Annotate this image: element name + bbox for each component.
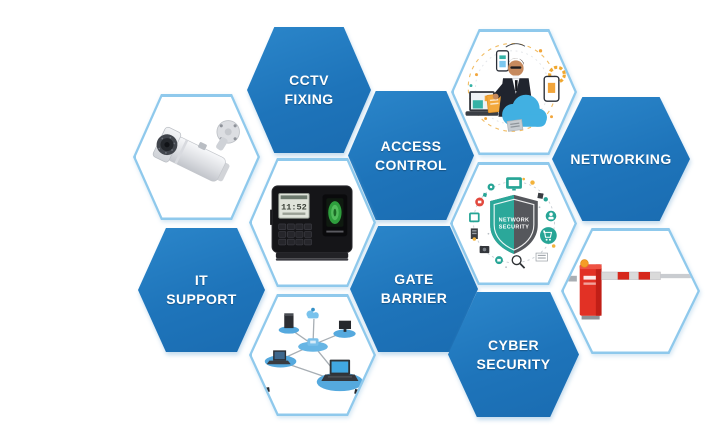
shield-text-line2: SECURITY <box>498 224 528 230</box>
it-support-label: IT SUPPORT <box>166 271 236 309</box>
hex-it-support: IT SUPPORT <box>138 228 265 352</box>
hex-networking: NETWORKING <box>552 97 690 221</box>
cyber-security-line2: SECURITY <box>476 355 551 372</box>
device-lcd-time: 11:52 <box>281 202 307 212</box>
cctv-camera-image <box>152 120 240 182</box>
hex-gate-barrier-shape: GATE BARRIER <box>350 226 478 352</box>
access-control-line2: CONTROL <box>374 156 447 173</box>
gate-barrier-line1: GATE <box>394 271 434 287</box>
hex-diagram-face <box>251 296 374 414</box>
access-control-label: ACCESS CONTROL <box>375 137 447 175</box>
cyber-security-line1: CYBER <box>487 336 539 353</box>
cctv-fixing-line1: CCTV <box>289 72 329 88</box>
gate-barrier-label: GATE BARRIER <box>381 270 448 308</box>
it-support-line1: IT <box>194 272 209 288</box>
hex-shield-face: NETWORK SECURITY <box>452 164 575 283</box>
hex-fingerprint-device: 11:52 <box>249 158 376 287</box>
hex-it-support-shape: IT SUPPORT <box>138 228 265 352</box>
fingerprint-terminal-image: 11:52 <box>269 184 353 261</box>
hex-camera-face <box>135 96 258 218</box>
cyber-security-label: CYBER SECURITY <box>477 336 551 374</box>
hex-cyber-security: CYBER SECURITY <box>448 292 579 417</box>
hex-cctv-fixing: CCTV FIXING <box>247 27 371 153</box>
hex-cctv-camera <box>133 94 260 220</box>
hex-cctv-fixing-shape: CCTV FIXING <box>247 27 371 153</box>
shield-text-line1: NETWORK <box>498 217 529 223</box>
hex-gate-barrier: GATE BARRIER <box>350 226 478 352</box>
businessman-devices-illustration <box>465 42 566 132</box>
networking-line1: NETWORKING <box>570 150 672 167</box>
cctv-fixing-line2: FIXING <box>284 91 334 107</box>
hex-cyber-security-shape: CYBER SECURITY <box>448 292 579 417</box>
hex-network-security: NETWORK SECURITY <box>450 162 577 285</box>
access-control-line1: ACCESS <box>380 137 442 154</box>
hex-barrier-face <box>563 230 698 352</box>
hex-access-control: ACCESS CONTROL <box>348 91 474 220</box>
hex-barrier-image <box>561 228 700 354</box>
networking-label: NETWORKING <box>570 150 671 169</box>
gate-barrier-line2: BARRIER <box>380 290 448 306</box>
network-security-shield-illustration: NETWORK SECURITY <box>468 176 557 269</box>
network-diagram-image <box>263 307 363 395</box>
boom-barrier-image <box>567 259 692 320</box>
it-support-line2: SUPPORT <box>166 291 237 307</box>
hex-network-diagram <box>249 294 376 416</box>
hex-people-face <box>453 31 575 153</box>
hex-access-shape: ACCESS CONTROL <box>348 91 474 220</box>
hex-people-networking <box>451 29 577 155</box>
hex-device-face: 11:52 <box>251 160 374 285</box>
cctv-fixing-label: CCTV FIXING <box>284 71 333 109</box>
hex-networking-shape: NETWORKING <box>552 97 690 221</box>
